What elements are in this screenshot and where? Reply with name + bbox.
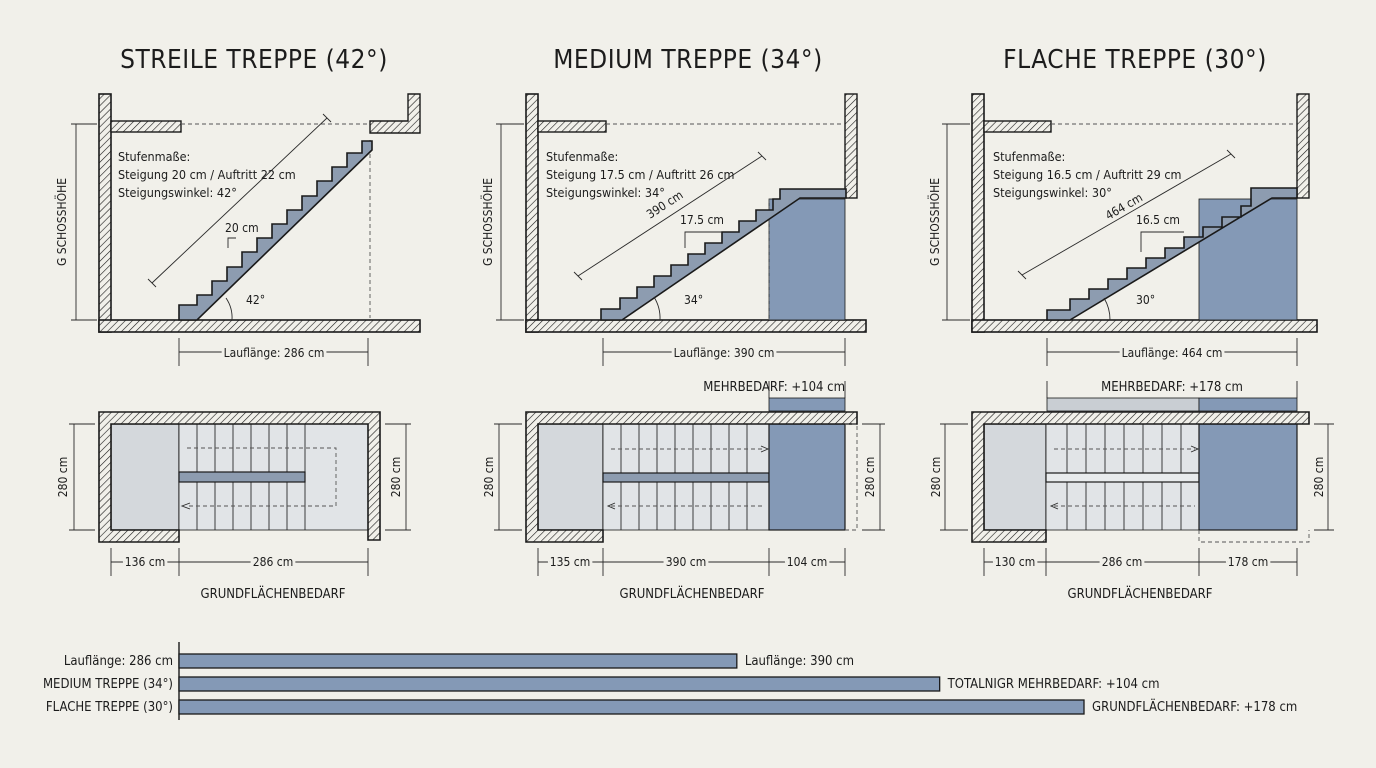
floor-height-label: G SCHOSSHÖHE [479, 178, 495, 266]
plan-dim-landing: 136 cm [125, 555, 165, 569]
section-walls [98, 93, 421, 333]
plan-landing [110, 423, 180, 531]
plan-walls [98, 411, 381, 543]
step-height-label: 17.5 cm [680, 213, 724, 227]
chart-value-label: Lauflänge: 390 cm [745, 654, 854, 669]
run-length-label: Lauflänge: 390 cm [674, 346, 775, 360]
plan-landing [983, 423, 1047, 531]
plan-caption: GRUNDFLÄCHENBEDARF [201, 586, 346, 602]
plan-dim-run: 390 cm [666, 555, 706, 569]
chart-category-label: FLACHE TREPPE (30°) [46, 700, 173, 715]
panel-title: STREILE TREPPE (42°) [120, 45, 388, 75]
floor-height-label: G SCHOSSHÖHE [53, 178, 69, 266]
step-height-label: 16.5 cm [1136, 213, 1180, 227]
plan-extra-space [768, 423, 846, 531]
spec-line: Stufenmaße: [546, 149, 618, 164]
plan-dim-run: 286 cm [253, 555, 293, 569]
chart-bar [178, 699, 1085, 715]
plan-dim-landing: 130 cm [995, 555, 1035, 569]
angle-label: 30° [1136, 293, 1155, 307]
diagonal-dimension-line [151, 117, 328, 284]
plan-height-right: 280 cm [863, 457, 877, 497]
spec-line: Steigungswinkel: 34° [546, 185, 665, 200]
plan-dim-run: 286 cm [1102, 555, 1142, 569]
section-walls [525, 93, 867, 333]
section-walls [971, 93, 1318, 333]
spec-line: Steigung 20 cm / Auftritt 22 cm [118, 167, 296, 182]
plan-height-right: 280 cm [1312, 457, 1326, 497]
chart-value-label: TOTALNIGR MEHRBEDARF: +104 cm [947, 677, 1160, 692]
comparison-bar-chart: Lauflänge: 286 cm Lauflänge: 390 cm MEDIUM… [43, 642, 1297, 720]
extra-space-section [768, 198, 846, 321]
plan-caption: GRUNDFLÄCHENBEDARF [620, 586, 765, 602]
floor-plan: 280 cm 280 cm 130 cm 286 cm 178 cm GRUND… [929, 411, 1334, 602]
plan-extra-space [1198, 423, 1298, 531]
floor-height-label: G SCHOSSHÖHE [926, 178, 942, 266]
run-length-label: Lauflänge: 286 cm [224, 346, 325, 360]
plan-height-left: 280 cm [929, 457, 943, 497]
stair-flight [178, 140, 373, 321]
floor-plan: 280 cm 280 cm 136 cm 286 cm GRUNDFLÄCHEN… [56, 411, 411, 602]
panel-title: FLACHE TREPPE (30°) [1003, 45, 1267, 75]
plan-height-right: 280 cm [389, 457, 403, 497]
plan-walls [525, 411, 858, 543]
plan-walls [971, 411, 1310, 543]
stair-panel-steep: STREILE TREPPE (42°) 20 cm 42° Stufenmaß… [53, 45, 421, 602]
plan-dim-landing: 135 cm [550, 555, 590, 569]
step-height-label: 20 cm [225, 221, 259, 235]
spec-line: Stufenmaße: [118, 149, 190, 164]
stair-panel-medium: MEDIUM TREPPE (34°) 390 cm 17.5 cm 34° S… [479, 45, 885, 602]
extra-space-bar [1198, 397, 1298, 412]
angle-label: 42° [246, 293, 265, 307]
extra-space-label: MEHRBEDARF: +104 cm [703, 380, 845, 395]
stair-flight [600, 188, 847, 321]
chart-category-label: Lauflänge: 286 cm [64, 654, 173, 669]
chart-bar [178, 653, 738, 669]
plan-dim-extra: 104 cm [787, 555, 827, 569]
chart-category-label: MEDIUM TREPPE (34°) [43, 677, 173, 692]
plan-dim-extra: 178 cm [1228, 555, 1268, 569]
plan-landing [537, 423, 604, 531]
chart-bar [178, 676, 941, 692]
stair-flight [1046, 187, 1298, 321]
plan-caption: GRUNDFLÄCHENBEDARF [1068, 586, 1213, 602]
run-length-label: Lauflänge: 464 cm [1122, 346, 1223, 360]
spec-line: Stufenmaße: [993, 149, 1065, 164]
angle-label: 34° [684, 293, 703, 307]
spec-line: Steigung 16.5 cm / Auftritt 29 cm [993, 167, 1181, 182]
spec-line: Steigung 17.5 cm / Auftritt 26 cm [546, 167, 734, 182]
plan-height-left: 280 cm [482, 457, 496, 497]
panel-title: MEDIUM TREPPE (34°) [553, 45, 823, 75]
extra-space-bar [768, 397, 846, 412]
chart-value-label: GRUNDFLÄCHENBEDARF: +178 cm [1092, 699, 1297, 715]
plan-height-left: 280 cm [56, 457, 70, 497]
spec-line: Steigungswinkel: 30° [993, 185, 1112, 200]
extra-space-section [1198, 198, 1298, 321]
stair-panel-flat: FLACHE TREPPE (30°) 464 cm 16.5 cm 30° S… [926, 45, 1334, 602]
floor-plan: 280 cm 280 cm 135 cm 390 cm 104 cm GRUND… [482, 411, 885, 602]
extra-space-label: MEHRBEDARF: +178 cm [1101, 380, 1243, 395]
spec-line: Steigungswinkel: 42° [118, 185, 237, 200]
